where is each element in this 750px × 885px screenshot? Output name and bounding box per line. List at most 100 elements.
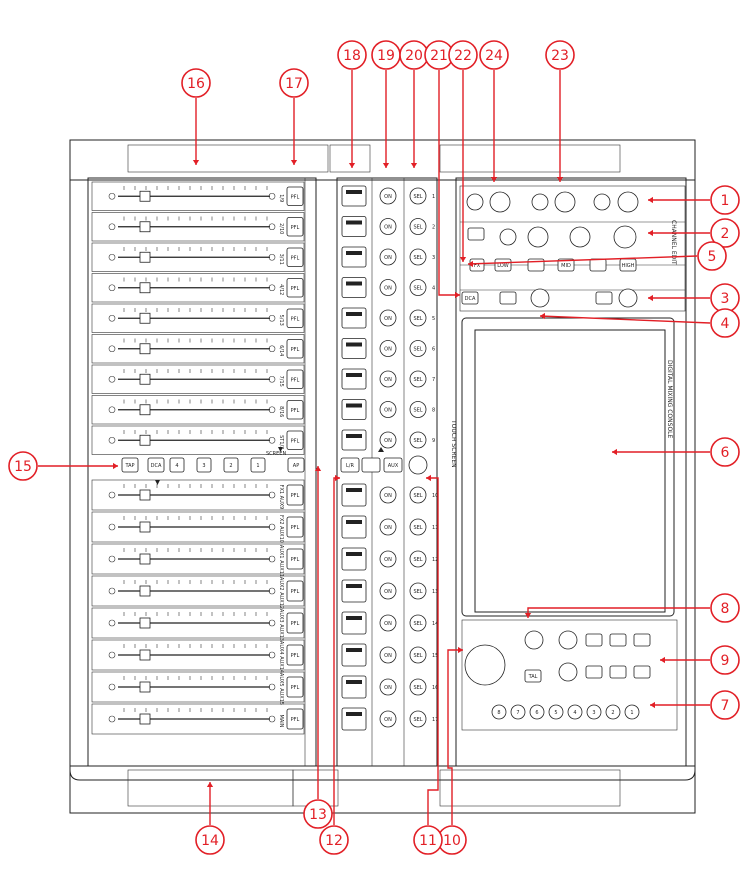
- channel-sel-button[interactable]: [409, 486, 427, 504]
- pfl-button[interactable]: [286, 580, 304, 602]
- tap-button[interactable]: [121, 457, 139, 473]
- eq-high-button[interactable]: [467, 227, 485, 241]
- eq-gain-knob[interactable]: [613, 225, 637, 249]
- eq-mid-knob[interactable]: [569, 226, 591, 248]
- pfl-button[interactable]: [286, 516, 304, 538]
- channel-sel-button[interactable]: [409, 550, 427, 568]
- hpf-on-button[interactable]: [595, 291, 613, 305]
- channel-on-button[interactable]: [379, 550, 397, 568]
- fader-knob[interactable]: [139, 312, 151, 324]
- comp-on-knob[interactable]: [531, 193, 549, 211]
- gate-on-knob[interactable]: [593, 193, 611, 211]
- channel-on-button[interactable]: [379, 582, 397, 600]
- user-key-button[interactable]: [567, 704, 583, 720]
- user-key-button[interactable]: [605, 704, 621, 720]
- scene-knob[interactable]: [408, 455, 428, 475]
- pfl-button[interactable]: [286, 644, 304, 666]
- layer-button[interactable]: [250, 457, 266, 473]
- channel-sel-button[interactable]: [409, 431, 427, 449]
- mfx-on-button[interactable]: [609, 665, 627, 679]
- st-pfl-button[interactable]: [585, 633, 603, 647]
- main-mid-button[interactable]: [361, 457, 381, 473]
- fader-knob[interactable]: [139, 681, 151, 693]
- fader-knob[interactable]: [139, 713, 151, 725]
- pfl-button[interactable]: [286, 247, 304, 267]
- pfl-button[interactable]: [286, 548, 304, 570]
- talkback-button[interactable]: [524, 669, 542, 683]
- pfl-button[interactable]: [286, 369, 304, 389]
- pfl-button[interactable]: [286, 676, 304, 698]
- fader-knob[interactable]: [139, 343, 151, 355]
- fader-knob[interactable]: [139, 521, 151, 533]
- pfl-button[interactable]: [286, 708, 304, 730]
- pfl-button[interactable]: [286, 308, 304, 328]
- channel-on-button[interactable]: [379, 248, 397, 266]
- fader-knob[interactable]: [139, 553, 151, 565]
- channel-on-button[interactable]: [379, 518, 397, 536]
- pfl-button[interactable]: [286, 339, 304, 359]
- layer-button[interactable]: [223, 457, 239, 473]
- gate-knob[interactable]: [617, 191, 639, 213]
- mid-button[interactable]: [557, 258, 575, 272]
- channel-sel-button[interactable]: [409, 614, 427, 632]
- lpf-knob[interactable]: [530, 288, 550, 308]
- channel-sel-button[interactable]: [409, 248, 427, 266]
- mfx-pfl-button[interactable]: [585, 665, 603, 679]
- channel-sel-button[interactable]: [409, 646, 427, 664]
- fader-knob[interactable]: [139, 649, 151, 661]
- talkback-level-knob[interactable]: [524, 630, 544, 650]
- channel-sel-button[interactable]: [409, 678, 427, 696]
- channel-on-button[interactable]: [379, 309, 397, 327]
- channel-sel-button[interactable]: [409, 218, 427, 235]
- channel-on-button[interactable]: [379, 614, 397, 632]
- channel-sel-button[interactable]: [409, 279, 427, 296]
- fader-knob[interactable]: [139, 373, 151, 385]
- channel-sel-button[interactable]: [409, 710, 427, 728]
- dyn-knob-1[interactable]: [489, 191, 511, 213]
- layer-button[interactable]: [169, 457, 185, 473]
- user-key-button[interactable]: [548, 704, 564, 720]
- st-knob[interactable]: [558, 630, 578, 650]
- comp-knob[interactable]: [554, 191, 576, 213]
- lpf-on-button[interactable]: [499, 291, 517, 305]
- channel-sel-button[interactable]: [409, 370, 427, 388]
- fader-knob[interactable]: [139, 617, 151, 629]
- fader-knob[interactable]: [139, 434, 151, 446]
- channel-on-button[interactable]: [379, 646, 397, 664]
- channel-sel-button[interactable]: [409, 582, 427, 600]
- user-key-button[interactable]: [491, 704, 507, 720]
- channel-on-button[interactable]: [379, 486, 397, 504]
- fader-knob[interactable]: [139, 282, 151, 294]
- mfx-knob[interactable]: [558, 662, 578, 682]
- channel-on-button[interactable]: [379, 340, 397, 357]
- user-key-button[interactable]: [510, 704, 526, 720]
- eq-freq-knob[interactable]: [527, 226, 549, 248]
- pfl-button[interactable]: [286, 484, 304, 506]
- st-sel-button[interactable]: [633, 633, 651, 647]
- dca-button[interactable]: [461, 291, 479, 305]
- lr-button[interactable]: [340, 457, 360, 473]
- channel-on-button[interactable]: [379, 710, 397, 728]
- pfl-button[interactable]: [286, 400, 304, 420]
- eq-on-knob[interactable]: [499, 228, 517, 246]
- pfl-button[interactable]: [286, 186, 304, 206]
- dyn-on-knob[interactable]: [466, 193, 484, 211]
- channel-on-button[interactable]: [379, 218, 397, 235]
- highmid-button[interactable]: [589, 258, 607, 272]
- channel-sel-button[interactable]: [409, 309, 427, 327]
- dca-left-button[interactable]: [147, 457, 165, 473]
- channel-sel-button[interactable]: [409, 340, 427, 357]
- channel-sel-button[interactable]: [409, 401, 427, 418]
- channel-on-button[interactable]: [379, 401, 397, 418]
- fader-knob[interactable]: [139, 190, 151, 202]
- user-key-button[interactable]: [586, 704, 602, 720]
- st-on-button[interactable]: [609, 633, 627, 647]
- fader-knob[interactable]: [139, 404, 151, 416]
- pfl-button[interactable]: [286, 430, 304, 450]
- channel-sel-button[interactable]: [409, 187, 427, 205]
- user-key-button[interactable]: [624, 704, 640, 720]
- layer-button[interactable]: [196, 457, 212, 473]
- parameter-wheel[interactable]: [464, 644, 506, 686]
- fader-knob[interactable]: [139, 585, 151, 597]
- channel-on-button[interactable]: [379, 187, 397, 205]
